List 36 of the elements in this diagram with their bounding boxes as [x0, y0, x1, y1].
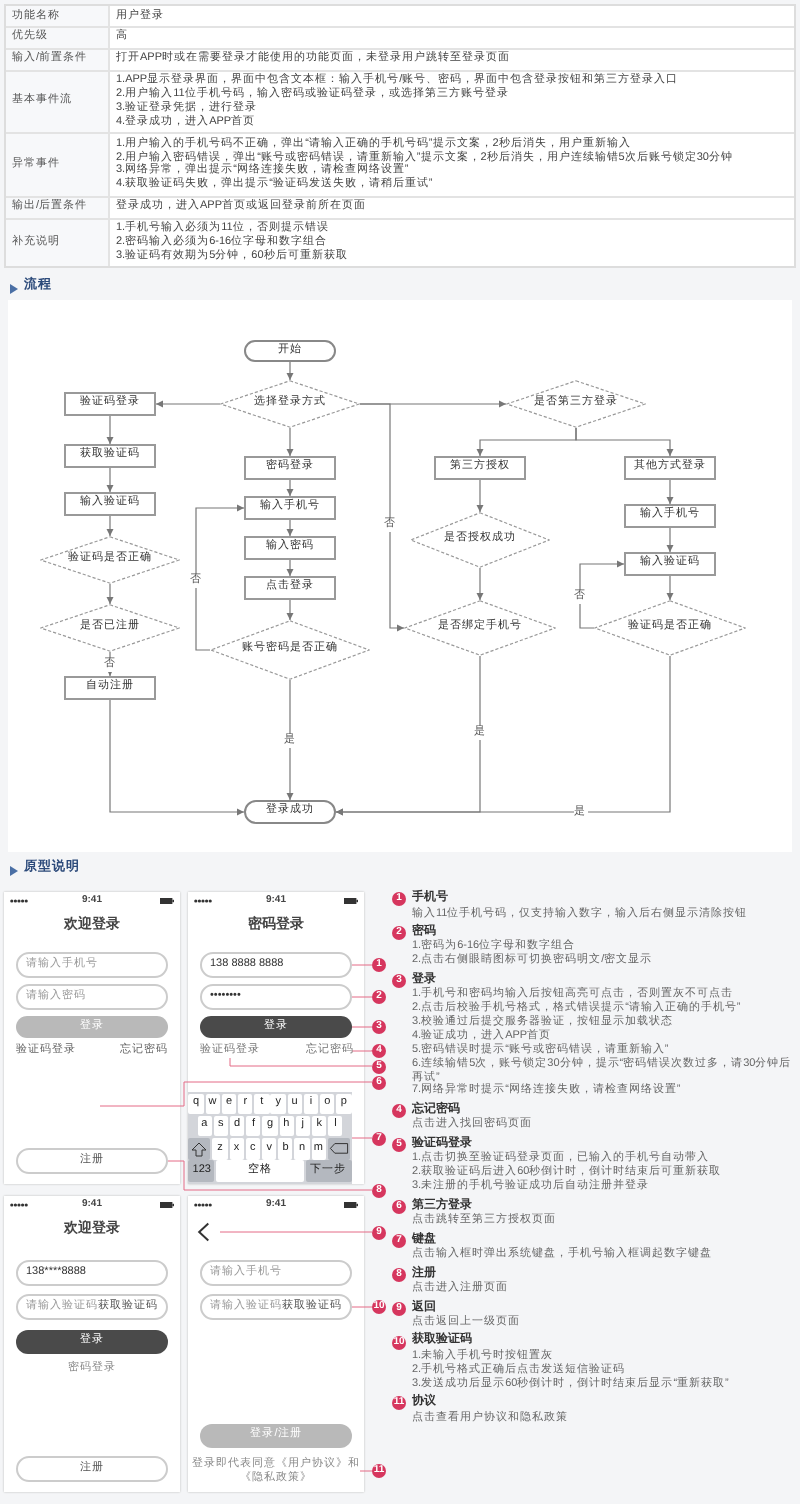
leader-line [351, 1306, 373, 1308]
arrow [666, 479, 674, 505]
arrow [106, 651, 114, 677]
arrow [286, 559, 294, 577]
leader-line [229, 1057, 373, 1067]
leader-line [351, 1137, 373, 1139]
arrow [106, 515, 114, 537]
leader-line [351, 1026, 373, 1028]
arrow [106, 467, 114, 493]
arrow [286, 479, 294, 497]
arrow [579, 560, 625, 629]
leader-line [351, 1049, 373, 1052]
arrow [359, 403, 405, 632]
arrow [666, 527, 674, 553]
arrow [195, 504, 245, 651]
arrow [286, 427, 294, 457]
arrow [666, 575, 674, 601]
arrow [106, 583, 114, 605]
arrow [286, 679, 294, 801]
arrow [476, 567, 484, 601]
arrow [286, 519, 294, 537]
arrow [335, 655, 671, 816]
arrow [575, 427, 674, 457]
leader-line [167, 1160, 373, 1191]
arrow [109, 699, 245, 816]
leader-line [351, 996, 373, 998]
arrow [286, 361, 294, 381]
leader-line [99, 1081, 373, 1107]
leader-line [359, 1470, 373, 1472]
keyboard [188, 1092, 352, 1184]
arrow [286, 599, 294, 621]
arrow [476, 479, 484, 513]
leader-line [219, 1231, 373, 1233]
leader-line [351, 964, 373, 966]
arrow [106, 415, 114, 445]
arrow [155, 400, 221, 408]
